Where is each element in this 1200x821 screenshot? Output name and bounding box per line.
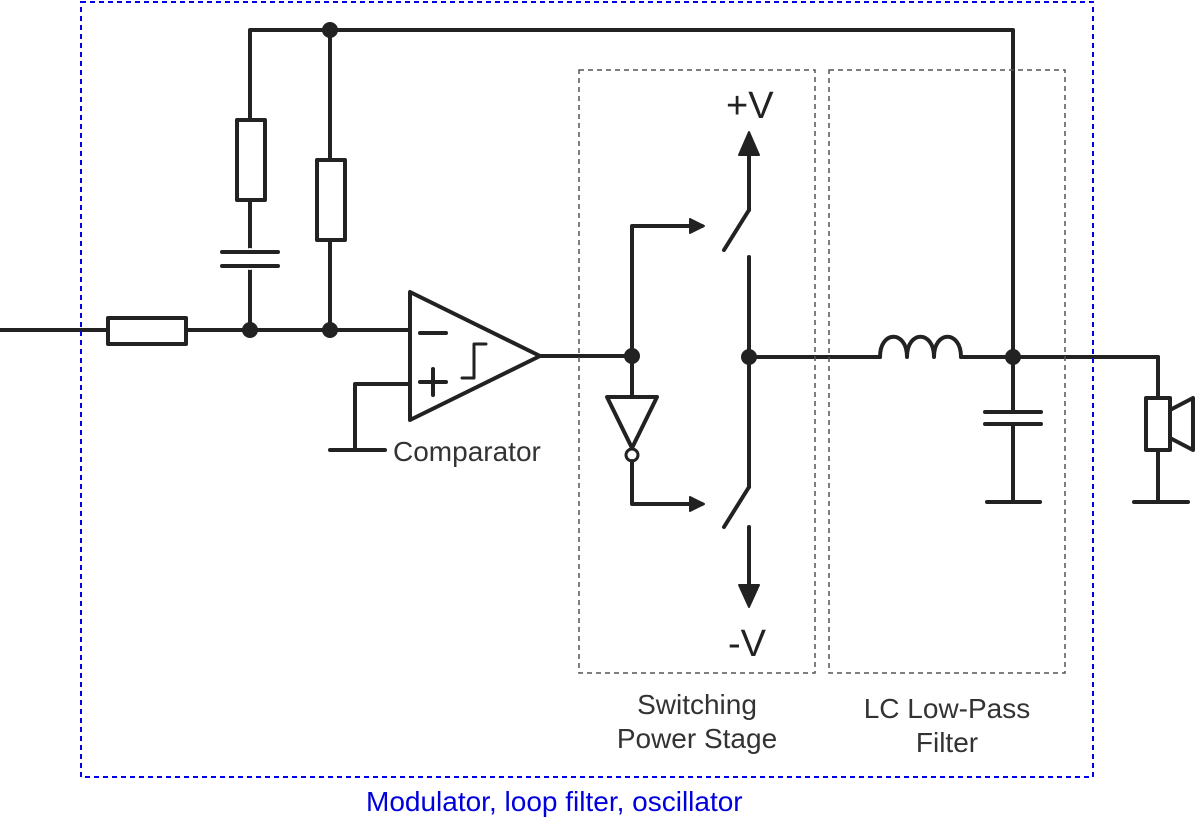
lc-filter-box bbox=[828, 69, 1066, 674]
junction-dot bbox=[322, 322, 338, 338]
upper-drive-arrow bbox=[689, 218, 705, 234]
speaker-magnet bbox=[1144, 396, 1172, 452]
lower-drive-arrow bbox=[689, 496, 705, 512]
inverter-symbol bbox=[605, 395, 659, 450]
upper-switch-blade bbox=[722, 208, 751, 252]
modulator-box bbox=[80, 1, 1094, 778]
loop-filter-resistor-2 bbox=[315, 158, 347, 242]
input-resistor bbox=[106, 316, 188, 346]
switching-stage-label-line2: Power Stage bbox=[616, 723, 778, 754]
minus-v-label: -V bbox=[728, 623, 766, 665]
lc-filter-label-line2: Filter bbox=[915, 727, 979, 758]
comparator-ground-wire bbox=[353, 382, 412, 450]
plus-v-label: +V bbox=[726, 85, 774, 127]
junction-dot bbox=[1005, 349, 1021, 365]
comparator-label: Comparator bbox=[393, 436, 541, 467]
lower-switch-blade bbox=[722, 485, 751, 529]
junction-dot bbox=[322, 22, 338, 38]
minus-v-arrow bbox=[738, 584, 760, 608]
lc-filter-label-line1: LC Low-Pass bbox=[863, 693, 1031, 724]
plus-v-arrow bbox=[738, 131, 760, 156]
comparator-hysteresis-icon bbox=[460, 342, 488, 380]
switching-stage-label: Switching Power Stage bbox=[597, 688, 797, 756]
junction-dot bbox=[741, 349, 757, 365]
upper-drive-wire bbox=[630, 224, 704, 358]
filter-inductor bbox=[878, 335, 963, 359]
modulator-block-label: Modulator, loop filter, oscillator bbox=[366, 786, 743, 817]
lower-drive-wire bbox=[630, 459, 704, 506]
lc-filter-label: LC Low-Pass Filter bbox=[837, 692, 1057, 760]
switching-stage-label-line1: Switching bbox=[637, 689, 757, 720]
junction-dot bbox=[624, 348, 640, 364]
junction-dot bbox=[242, 322, 258, 338]
speaker-cone bbox=[1168, 396, 1195, 452]
switching-stage-box bbox=[578, 69, 816, 674]
loop-filter-resistor bbox=[235, 118, 267, 202]
